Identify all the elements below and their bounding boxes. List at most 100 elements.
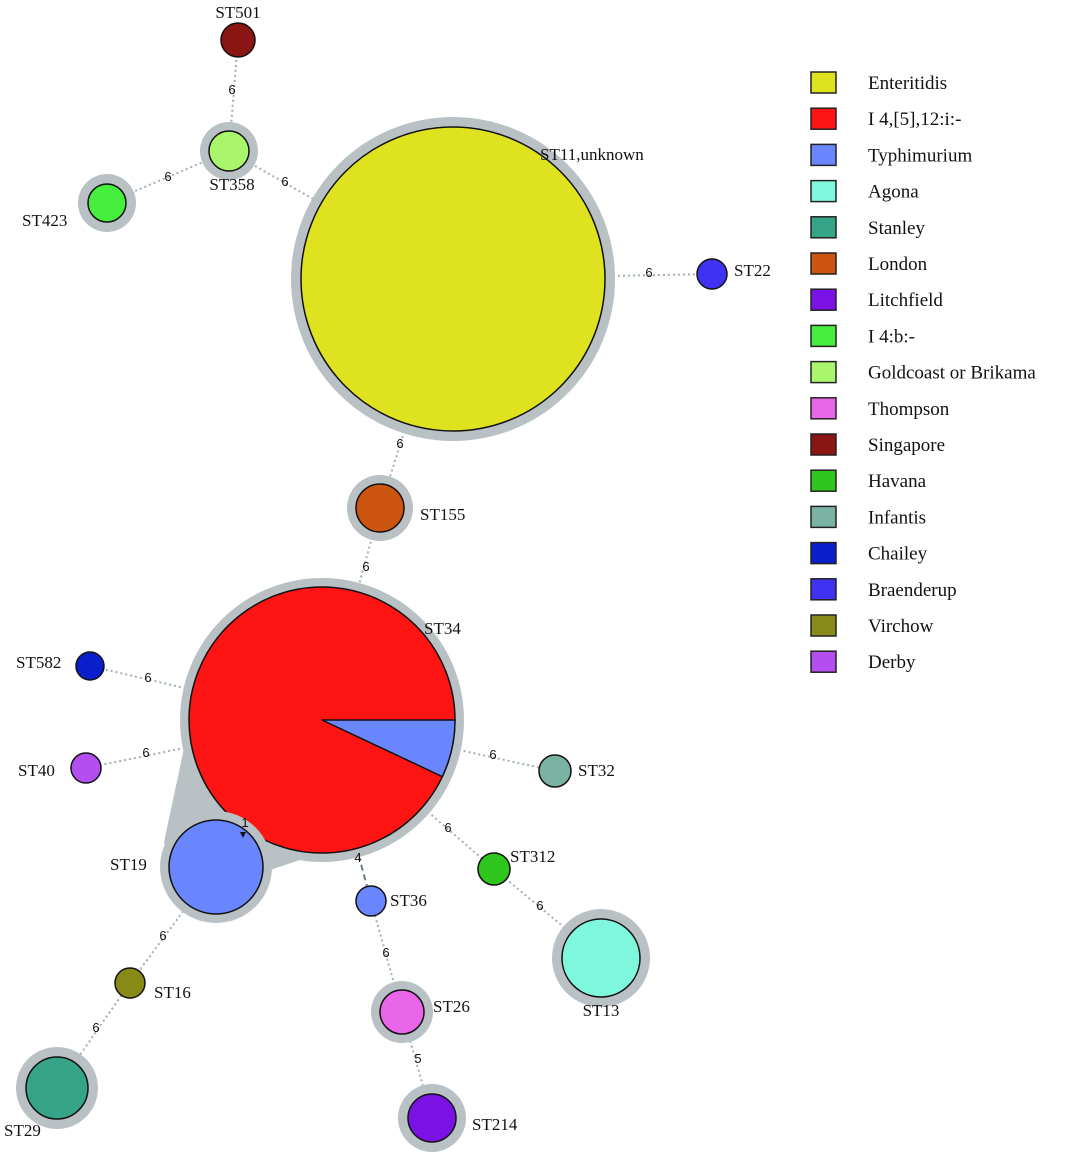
legend-item: Virchow <box>810 614 934 637</box>
nodes-layer <box>16 22 728 1152</box>
legend-swatch <box>810 505 837 529</box>
edge-distance-label: 6 <box>536 898 543 913</box>
node-circle <box>208 130 250 172</box>
node-label: ST155 <box>420 505 465 524</box>
edge-distance-label: 1 <box>241 815 248 830</box>
node-st34[interactable] <box>180 578 464 862</box>
legend-swatch <box>810 216 837 239</box>
legend-item: Singapore <box>810 433 945 456</box>
node-labels-layer: ST11,unknownST501ST358ST423ST22ST155ST34… <box>4 3 771 1140</box>
legend-label: Litchfield <box>868 290 943 311</box>
node-label: ST22 <box>734 261 771 280</box>
node-circle <box>25 1056 89 1120</box>
node-st582[interactable] <box>75 651 105 681</box>
edge-distance-label: 6 <box>92 1020 99 1035</box>
legend-label: Stanley <box>868 218 925 239</box>
legend-label: Havana <box>868 471 927 492</box>
legend-label: I 4,[5],12:i:- <box>868 109 961 130</box>
edge-st501-st358 <box>228 39 239 152</box>
legend-swatch <box>810 252 837 275</box>
edge-distance-label: 6 <box>645 265 652 280</box>
node-st22[interactable] <box>696 258 728 290</box>
node-label: ST16 <box>154 983 191 1002</box>
legend-item: Enteritidis <box>810 71 947 94</box>
legend-label: Goldcoast or Brikama <box>868 363 1036 384</box>
edge-st19-st16 <box>129 866 217 984</box>
node-circle <box>70 752 102 784</box>
edge-distance-label: 6 <box>228 82 235 97</box>
legend-swatch <box>810 397 837 420</box>
legend-item: Litchfield <box>810 288 943 311</box>
legend-item: Agona <box>810 179 919 203</box>
legend-label: Derby <box>868 652 916 673</box>
edge-distance-label: 6 <box>489 747 496 762</box>
node-st11[interactable] <box>291 117 615 441</box>
legend-swatch <box>810 360 837 384</box>
node-circle <box>561 918 641 998</box>
node-label: ST423 <box>22 211 67 230</box>
edge-distance-label: 5 <box>414 1051 421 1066</box>
legend-swatch <box>810 179 837 203</box>
node-pie-slice-typhimurium <box>321 719 456 778</box>
node-circle <box>114 967 146 999</box>
node-label: ST11,unknown <box>540 145 644 164</box>
edge-st11-st22 <box>452 273 713 280</box>
legend-swatch <box>810 143 837 167</box>
edge-distance-label: 6 <box>144 670 151 685</box>
legend-swatch <box>810 107 837 130</box>
legend-label: Chailey <box>868 544 928 565</box>
node-label: ST19 <box>110 855 147 874</box>
legend-swatch <box>810 71 837 94</box>
legend-item: Typhimurium <box>810 143 972 167</box>
node-st312[interactable] <box>477 852 511 886</box>
legend-swatch <box>810 469 837 492</box>
node-label: ST32 <box>578 761 615 780</box>
node-st19[interactable] <box>160 811 272 923</box>
legend-item: Chailey <box>810 541 928 565</box>
legend-item: Stanley <box>810 216 925 239</box>
node-st358[interactable] <box>200 122 258 180</box>
node-st32[interactable] <box>538 754 572 788</box>
node-circle <box>168 819 264 915</box>
node-st501[interactable] <box>220 22 256 58</box>
node-st16[interactable] <box>114 967 146 999</box>
legend-label: Singapore <box>868 435 945 456</box>
node-circle <box>75 651 105 681</box>
node-st13[interactable] <box>552 909 650 1007</box>
node-circle <box>355 885 387 917</box>
edge-distance-label: 6 <box>164 169 171 184</box>
legend-item: Havana <box>810 469 927 492</box>
node-circle <box>220 22 256 58</box>
legend-item: Braenderup <box>810 578 957 601</box>
node-label: ST36 <box>390 891 427 910</box>
legend-label: Enteritidis <box>868 73 947 94</box>
node-st26[interactable] <box>371 981 433 1043</box>
node-label: ST501 <box>215 3 260 22</box>
legend-label: Virchow <box>868 616 934 637</box>
edge-distance-label: 4 <box>354 850 361 865</box>
node-label: ST13 <box>583 1001 620 1020</box>
node-circle <box>696 258 728 290</box>
node-st36[interactable] <box>355 885 387 917</box>
legend-item: London <box>810 252 928 275</box>
node-st29[interactable] <box>16 1047 98 1129</box>
node-label: ST40 <box>18 761 55 780</box>
legend-label: I 4:b:- <box>868 326 915 347</box>
node-circle <box>538 754 572 788</box>
legend-label: Braenderup <box>868 580 957 601</box>
node-st214[interactable] <box>398 1084 466 1152</box>
legend-item: I 4,[5],12:i:- <box>810 107 961 130</box>
legend-swatch <box>810 288 837 311</box>
node-circle <box>355 483 405 533</box>
node-st423[interactable] <box>78 174 136 232</box>
node-st155[interactable] <box>347 475 413 541</box>
edge-distance-label: 6 <box>382 945 389 960</box>
node-st40[interactable] <box>70 752 102 784</box>
legend-item: Thompson <box>810 397 950 420</box>
legend-swatch <box>810 541 837 565</box>
node-label: ST29 <box>4 1121 41 1140</box>
edge-distance-label: 6 <box>142 745 149 760</box>
legend-item: I 4:b:- <box>810 324 915 347</box>
